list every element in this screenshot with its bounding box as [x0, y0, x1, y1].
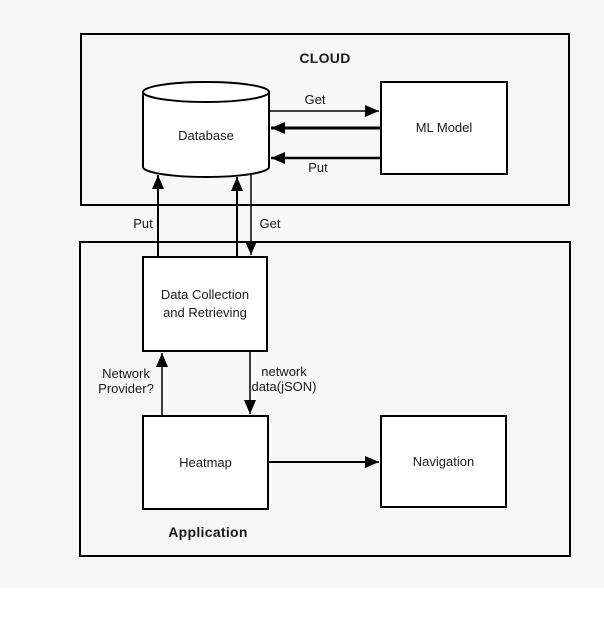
ml-model-label: ML Model — [415, 120, 473, 135]
data-collection-label-line1: Data Collection — [160, 287, 250, 302]
heatmap-node: Heatmap — [142, 415, 269, 510]
data-collection-label: Data Collection and Retrieving — [161, 286, 249, 322]
edge-label-network-provider: Network Provider? — [86, 366, 166, 396]
heatmap-label: Heatmap — [179, 454, 232, 470]
application-group: Application — [79, 241, 571, 557]
edge-label-network-provider-line2: Provider? — [98, 381, 154, 396]
database-node: Database — [142, 82, 270, 177]
edge-label-network-provider-line1: Network — [102, 366, 150, 381]
cloud-group-title: CLOUD — [299, 50, 351, 66]
edge-label-put-top: Put — [308, 160, 328, 175]
edge-label-network-data-line2: data(jSON) — [251, 379, 317, 394]
data-collection-node: Data Collection and Retrieving — [142, 256, 268, 352]
application-group-title: Application — [168, 524, 248, 540]
cloud-group: CLOUD — [80, 33, 570, 206]
database-label: Database — [178, 128, 234, 143]
edge-label-get-vertical: Get — [259, 216, 281, 231]
edge-label-network-data-line1: network — [261, 364, 307, 379]
navigation-label: Navigation — [412, 453, 475, 469]
edge-label-get-top: Get — [304, 92, 326, 107]
edge-label-network-data: network data(jSON) — [241, 364, 327, 394]
data-collection-label-line2: and Retrieving — [163, 305, 247, 320]
edge-label-put-vertical: Put — [133, 216, 153, 231]
navigation-node: Navigation — [380, 415, 507, 508]
ml-model-node: ML Model — [380, 81, 508, 175]
